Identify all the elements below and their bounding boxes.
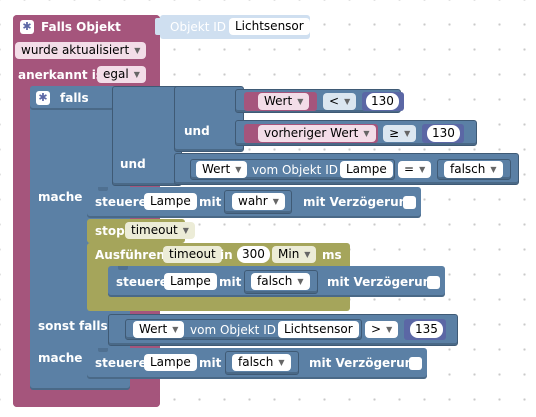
set2-with: mit (219, 275, 242, 289)
cond2-op: ≥ (389, 126, 400, 140)
op-dropdown-4[interactable]: >▼ (365, 321, 399, 338)
cond2-left: vorheriger Wert (264, 126, 359, 140)
prop-dropdown-4[interactable]: Wert ▼ (133, 321, 185, 338)
set2-delay-checkbox[interactable] (427, 276, 440, 289)
gear-icon[interactable]: ✱ (36, 91, 50, 105)
if-else-if-label: sonst falls (38, 319, 108, 333)
cond1-op: < (329, 94, 340, 108)
condition-dropdown[interactable]: wurde aktualisiert ▼ (15, 42, 147, 59)
cond3-prop: Wert (202, 162, 231, 176)
dropdown-arrow-icon: ▼ (297, 97, 304, 106)
ack-value: egal (103, 67, 129, 81)
dropdown-arrow-icon: ▼ (344, 97, 351, 106)
set3-delay-label: mit Verzögerung (309, 356, 422, 370)
dropdown-arrow-icon: ▼ (272, 197, 279, 206)
cond2-right[interactable]: 130 (427, 125, 460, 142)
set3-with: mit (199, 356, 222, 370)
set1-object[interactable]: Lampe (144, 193, 197, 210)
cond4-object[interactable]: Lichtsensor (278, 321, 359, 338)
dropdown-arrow-icon: ▼ (182, 226, 189, 235)
ack-dropdown[interactable]: egal ▼ (97, 66, 146, 83)
timeout-timer-field[interactable]: timeout (163, 246, 222, 263)
cond3-op: = (404, 162, 415, 176)
connector-notch (118, 266, 128, 270)
connector-notch (98, 348, 108, 352)
set1-delay-label: mit Verzögerung (303, 195, 416, 209)
set1-with: mit (199, 195, 222, 209)
dropdown-arrow-icon: ▼ (134, 46, 141, 55)
dropdown-arrow-icon: ▼ (297, 277, 304, 286)
if-mache2-label: mache (38, 351, 83, 365)
set3-value-dropdown[interactable]: falsch ▼ (232, 354, 291, 371)
if-mache-label: mache (38, 190, 83, 204)
stop-label: stop (95, 224, 125, 238)
prop-dropdown-3[interactable]: Wert ▼ (196, 161, 248, 178)
set2-delay-label: mit Verzögerung (327, 275, 440, 289)
timeout-timer: timeout (169, 247, 216, 261)
cond1-left: Wert (264, 94, 293, 108)
set2-value-dropdown[interactable]: falsch ▼ (251, 273, 310, 290)
condition-value: wurde aktualisiert (21, 43, 130, 57)
dropdown-arrow-icon: ▼ (133, 70, 140, 79)
cond3-right: falsch (450, 162, 486, 176)
timeout-unit: Min (278, 247, 300, 261)
timeout-amount[interactable]: 300 (237, 246, 270, 263)
set1-delay-checkbox[interactable] (403, 196, 416, 209)
timeout-unit-suffix: ms (322, 248, 342, 262)
set2-label: steuere (116, 275, 168, 289)
dropdown-arrow-icon: ▼ (304, 250, 311, 259)
cond3-from-label: vom Objekt ID (252, 163, 338, 177)
cond4-prop: Wert (139, 322, 168, 336)
set3-delay-checkbox[interactable] (409, 357, 422, 370)
set1-value-dropdown[interactable]: wahr ▼ (232, 193, 285, 210)
object-id-value[interactable]: Lichtsensor (229, 18, 310, 35)
dropdown-arrow-icon: ▼ (363, 129, 370, 138)
value-dropdown-2[interactable]: vorheriger Wert ▼ (258, 125, 376, 142)
object-id-label: Objekt ID (170, 20, 227, 34)
value-dropdown-1[interactable]: Wert ▼ (258, 93, 310, 110)
dropdown-arrow-icon: ▼ (235, 165, 242, 174)
set2-object[interactable]: Lampe (164, 273, 217, 290)
timeout-label: Ausführen (95, 248, 165, 262)
timeout-unit-dropdown[interactable]: Min ▼ (272, 246, 317, 263)
object-id-connector (155, 18, 163, 35)
set1-label: steuere (95, 195, 147, 209)
stop-timer: timeout (131, 223, 178, 237)
and-inner-label: und (184, 124, 210, 138)
and-outer-label: und (120, 157, 146, 171)
cond4-right[interactable]: 135 (410, 321, 443, 338)
cond1-right[interactable]: 130 (366, 93, 399, 110)
cond4-from-label: vom Objekt ID (190, 323, 276, 337)
cond3-object[interactable]: Lampe (340, 161, 393, 178)
set2-value: falsch (257, 274, 293, 288)
op-dropdown-2[interactable]: ≥▼ (383, 125, 417, 142)
ack-label: anerkannt ist (18, 68, 109, 82)
set3-label: steuere (95, 356, 147, 370)
trigger-title: Falls Objekt (41, 20, 121, 34)
dropdown-arrow-icon: ▼ (278, 358, 285, 367)
trigger-foot (13, 394, 160, 407)
timeout-in-label: in (220, 248, 233, 262)
stop-timer-dropdown[interactable]: timeout ▼ (125, 222, 195, 239)
and-block-outer[interactable] (112, 86, 182, 186)
and-block-inner[interactable] (174, 86, 244, 152)
dropdown-arrow-icon: ▼ (386, 325, 393, 334)
cond4-op: > (371, 322, 382, 336)
connector-notch (98, 187, 108, 191)
set3-object[interactable]: Lampe (144, 354, 197, 371)
op-dropdown-1[interactable]: <▼ (323, 93, 357, 110)
dropdown-arrow-icon: ▼ (404, 129, 411, 138)
set3-value: falsch (238, 355, 274, 369)
op-dropdown-3[interactable]: =▼ (398, 161, 432, 178)
trigger-header[interactable] (13, 15, 160, 39)
set1-value: wahr (238, 194, 268, 208)
dropdown-arrow-icon: ▼ (490, 165, 497, 174)
dropdown-arrow-icon: ▼ (172, 325, 179, 334)
if-falls-label: falls (60, 91, 89, 105)
bool-dropdown-3[interactable]: falsch ▼ (444, 161, 503, 178)
gear-icon[interactable]: ✱ (20, 20, 34, 34)
dropdown-arrow-icon: ▼ (419, 165, 426, 174)
